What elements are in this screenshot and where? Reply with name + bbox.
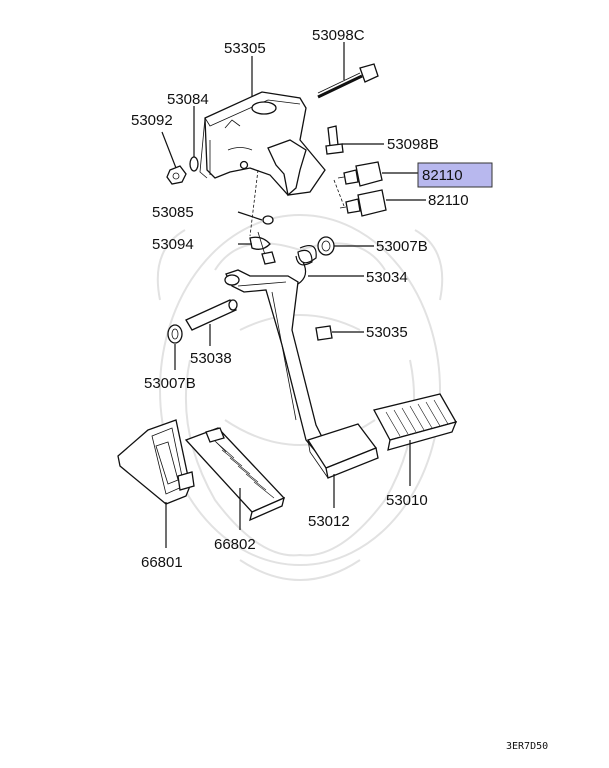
highlight-box-82110: [417, 162, 493, 188]
bolt-53098B: [325, 125, 344, 155]
label-82110: 82110: [428, 192, 469, 209]
stop-lamp-switch-upper: [337, 161, 383, 187]
label-53035: 53035: [366, 324, 408, 341]
pedal-pad-53012: [306, 423, 379, 479]
label-53010: 53010: [386, 492, 428, 509]
bushing-53007B-top: [317, 236, 335, 256]
guide-lines: [249, 169, 345, 237]
label-66801: 66801: [141, 554, 183, 571]
bolt-53098C: [317, 63, 379, 99]
label-53084: 53084: [167, 91, 209, 108]
label-53094: 53094: [152, 236, 194, 253]
nut-53092: [166, 165, 187, 185]
return-spring-53034: [295, 245, 317, 285]
label-53007B-top: 53007B: [376, 238, 428, 255]
pedal-bracket: [199, 91, 326, 197]
label-53092: 53092: [131, 112, 173, 129]
label-53034: 53034: [366, 269, 408, 286]
accelerator-pad-66802: [184, 427, 286, 522]
bushing-53007B-bottom: [167, 324, 183, 344]
rod-53038: [185, 299, 238, 331]
leader-lines: [161, 42, 426, 548]
clip-53094: [249, 231, 276, 265]
part-labels: 53305 53098C 53084 53092 53098B 82110 82…: [131, 27, 548, 752]
foot-rest-66801: [117, 419, 195, 505]
label-53098C: 53098C: [312, 27, 365, 44]
label-53085: 53085: [152, 204, 194, 221]
label-53012: 53012: [308, 513, 350, 530]
label-82110-highlighted: 82110: [422, 167, 463, 184]
label-53305: 53305: [224, 40, 266, 57]
label-66802: 66802: [214, 536, 256, 553]
pin-53085: [262, 215, 274, 225]
label-53038: 53038: [190, 350, 232, 367]
pedal-pad-53010: [373, 393, 458, 451]
diagram-reference-code: 3ER7D50: [506, 741, 548, 752]
bushing-53035: [315, 325, 333, 341]
label-53098B: 53098B: [387, 136, 439, 153]
label-53007B-bottom: 53007B: [144, 375, 196, 392]
washer-53084: [189, 156, 199, 172]
stop-lamp-switch-lower: [339, 189, 387, 217]
pedal-arm: [224, 269, 327, 453]
